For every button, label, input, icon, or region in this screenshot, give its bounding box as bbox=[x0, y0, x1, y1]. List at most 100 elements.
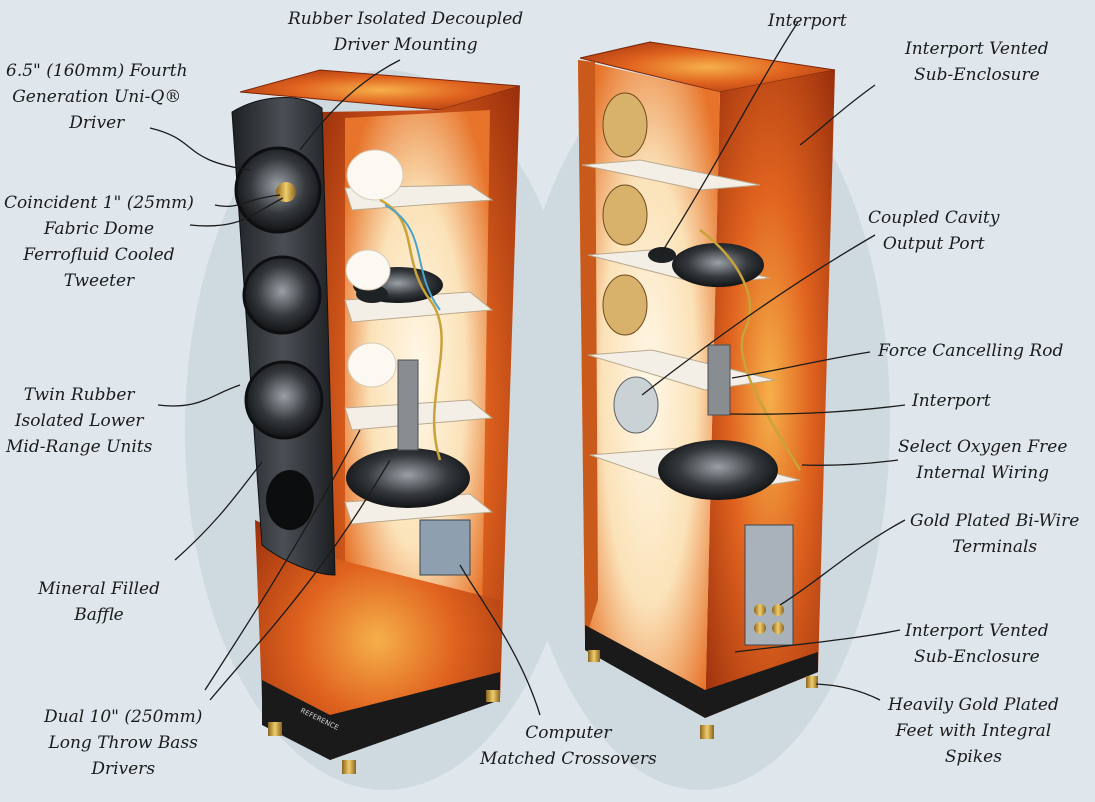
label-line: Output Port bbox=[882, 234, 985, 254]
label-gold-feet: Heavily Gold Plated Feet with Integral S… bbox=[888, 692, 1059, 770]
label-line: Driver bbox=[69, 113, 125, 133]
gold-foot bbox=[588, 650, 600, 662]
label-line: Mid-Range Units bbox=[6, 437, 153, 457]
label-line: Heavily Gold Plated bbox=[888, 695, 1059, 715]
leader-line bbox=[734, 629, 901, 653]
sub-enclosure-driver bbox=[602, 92, 648, 158]
leader-line bbox=[174, 461, 263, 561]
label-line: Isolated Lower bbox=[14, 411, 144, 431]
leader-line bbox=[204, 429, 361, 691]
label-line: Drivers bbox=[91, 759, 156, 779]
leader-line bbox=[799, 84, 876, 146]
damping-wool bbox=[345, 249, 391, 291]
damping-wool bbox=[346, 149, 404, 201]
label-twin-midrange: Twin Rubber Isolated Lower Mid-Range Uni… bbox=[6, 382, 152, 460]
internal-bass-driver bbox=[346, 448, 470, 508]
label-oxygen-wiring: Select Oxygen Free Internal Wiring bbox=[898, 434, 1067, 486]
leader-line bbox=[815, 683, 881, 701]
label-line: Dual 10" (250mm) bbox=[44, 707, 203, 727]
leader-line bbox=[189, 197, 284, 227]
gold-foot bbox=[342, 760, 356, 774]
front-port bbox=[266, 470, 314, 530]
leader-lines bbox=[149, 21, 906, 716]
left-speaker: REFERENCE bbox=[231, 69, 521, 774]
internal-wiring bbox=[379, 198, 443, 461]
gold-foot bbox=[486, 690, 500, 702]
binding-post bbox=[754, 622, 766, 634]
label-line: Baffle bbox=[74, 605, 124, 625]
sub-enclosure-driver bbox=[602, 184, 648, 246]
right-shelf bbox=[581, 159, 761, 191]
label-biwire-terminals: Gold Plated Bi-Wire Terminals bbox=[910, 508, 1079, 560]
label-dual-bass: Dual 10" (250mm) Long Throw Bass Drivers bbox=[44, 704, 202, 782]
right-speaker-front-edge bbox=[578, 60, 598, 640]
label-line: Terminals bbox=[952, 537, 1038, 557]
force-rod bbox=[397, 359, 419, 451]
damping-wool bbox=[347, 342, 397, 388]
label-mineral-baffle: Mineral Filled Baffle bbox=[38, 576, 160, 628]
midrange-driver-lower bbox=[244, 360, 324, 440]
label-coupled-cavity: Coupled Cavity Output Port bbox=[868, 205, 999, 257]
label-line: Twin Rubber bbox=[23, 385, 135, 405]
label-line: Feet with Integral bbox=[895, 721, 1052, 741]
right-speaker-side bbox=[705, 70, 835, 718]
label-line: Select Oxygen Free bbox=[898, 437, 1068, 457]
gold-foot bbox=[700, 725, 714, 739]
label-line: Coincident 1" (25mm) bbox=[4, 193, 194, 213]
label-interport-vented-top: Interport Vented Sub-Enclosure bbox=[905, 36, 1049, 88]
leader-line bbox=[299, 59, 401, 151]
label-line: Tweeter bbox=[63, 271, 135, 291]
label-crossovers: Computer Matched Crossovers bbox=[480, 720, 657, 772]
gold-foot bbox=[268, 722, 282, 736]
label-line: Coupled Cavity bbox=[868, 208, 1000, 228]
leader-line bbox=[731, 351, 871, 379]
label-line: Long Throw Bass bbox=[48, 733, 198, 753]
binding-post bbox=[754, 604, 766, 616]
label-coincident-tweeter: Coincident 1" (25mm) Fabric Dome Ferrofl… bbox=[4, 190, 194, 294]
internal-wiring-right bbox=[699, 229, 802, 471]
bass-driver-right bbox=[658, 440, 778, 500]
leader-line bbox=[214, 194, 281, 207]
label-line: Interport Vented bbox=[905, 621, 1049, 641]
leader-line bbox=[779, 519, 906, 606]
right-plinth bbox=[585, 625, 818, 718]
label-interport-top: Interport bbox=[768, 8, 847, 34]
midrange-driver-upper bbox=[242, 255, 322, 335]
label-interport-vented-bottom: Interport Vented Sub-Enclosure bbox=[905, 618, 1049, 670]
sub-enclosure-driver bbox=[602, 274, 648, 336]
label-line: Gold Plated Bi-Wire bbox=[910, 511, 1080, 531]
label-uniq-driver: 6.5" (160mm) Fourth Generation Uni-Q® Dr… bbox=[6, 58, 188, 136]
label-line: 6.5" (160mm) Fourth bbox=[6, 61, 188, 81]
leader-line bbox=[157, 384, 241, 407]
leader-line bbox=[801, 459, 899, 466]
label-line: Generation Uni-Q® bbox=[12, 87, 182, 107]
label-line: Rubber Isolated Decoupled bbox=[288, 9, 524, 29]
label-line: Interport bbox=[768, 11, 847, 31]
left-plinth bbox=[262, 672, 500, 760]
leader-line bbox=[209, 459, 391, 701]
leader-line bbox=[641, 234, 876, 396]
label-line: Internal Wiring bbox=[916, 463, 1050, 483]
label-line: Ferrofluid Cooled bbox=[23, 245, 175, 265]
label-rubber-isolated-mounting: Rubber Isolated Decoupled Driver Mountin… bbox=[288, 6, 523, 58]
leader-line bbox=[729, 404, 906, 415]
label-line: Spikes bbox=[944, 747, 1002, 767]
label-line: Sub-Enclosure bbox=[914, 647, 1040, 667]
leader-line bbox=[459, 564, 541, 716]
binding-post bbox=[772, 622, 784, 634]
label-force-rod: Force Cancelling Rod bbox=[878, 338, 1063, 364]
label-line: Computer bbox=[525, 723, 612, 743]
label-line: Sub-Enclosure bbox=[914, 65, 1040, 85]
force-rod-right bbox=[707, 344, 731, 416]
label-line: Interport bbox=[912, 391, 991, 411]
label-line: Driver Mounting bbox=[333, 35, 478, 55]
output-port bbox=[613, 376, 659, 434]
leader-line bbox=[149, 127, 251, 171]
crossover-board bbox=[419, 519, 471, 576]
leader-line bbox=[661, 21, 799, 253]
coupled-cavity-driver bbox=[672, 243, 764, 287]
label-line: Interport Vented bbox=[905, 39, 1049, 59]
right-speaker bbox=[578, 41, 836, 739]
label-interport-mid: Interport bbox=[912, 388, 991, 414]
